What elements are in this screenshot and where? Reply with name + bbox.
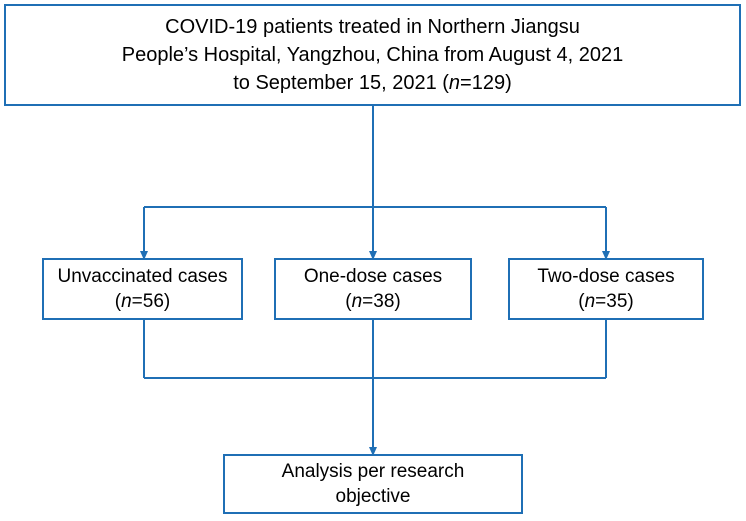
- one-dose-cases-box: One-dose cases (n=38): [274, 258, 472, 320]
- one-dose-n-symbol: n: [351, 291, 363, 312]
- source-line-2: People’s Hospital, Yangzhou, China from …: [121, 44, 624, 66]
- two-dose-open-paren: (: [578, 291, 585, 312]
- source-line-3: to September 15, 2021 (n=129): [233, 69, 512, 97]
- unvaccinated-count: =56): [131, 291, 171, 312]
- source-n-symbol: n: [448, 72, 461, 94]
- one-dose-open-paren: (: [345, 291, 352, 312]
- unvaccinated-label: Unvaccinated cases: [57, 266, 228, 287]
- source-count: =129): [460, 72, 512, 94]
- two-dose-count-line: (n=35): [578, 289, 633, 314]
- one-dose-label: One-dose cases: [303, 266, 443, 287]
- one-dose-count-line: (n=38): [345, 289, 400, 314]
- two-dose-n-symbol: n: [584, 291, 596, 312]
- unvaccinated-n-symbol: n: [121, 291, 132, 312]
- two-dose-count: =35): [595, 291, 634, 312]
- source-population-box: COVID-19 patients treated in Northern Ji…: [4, 4, 741, 106]
- two-dose-cases-box: Two-dose cases (n=35): [508, 258, 704, 320]
- unvaccinated-cases-box: Unvaccinated cases (n=56): [42, 258, 243, 320]
- source-date-range: to September 15, 2021 (: [233, 72, 449, 94]
- unvaccinated-open-paren: (: [114, 291, 122, 312]
- one-dose-count: =38): [362, 291, 401, 312]
- analysis-line-2: objective: [335, 486, 411, 507]
- unvaccinated-count-line: (n=56): [115, 289, 170, 314]
- source-line-1: COVID-19 patients treated in Northern Ji…: [165, 16, 580, 38]
- analysis-line-1: Analysis per research: [281, 461, 465, 482]
- analysis-box: Analysis per research objective: [223, 454, 523, 514]
- two-dose-label: Two-dose cases: [537, 266, 675, 287]
